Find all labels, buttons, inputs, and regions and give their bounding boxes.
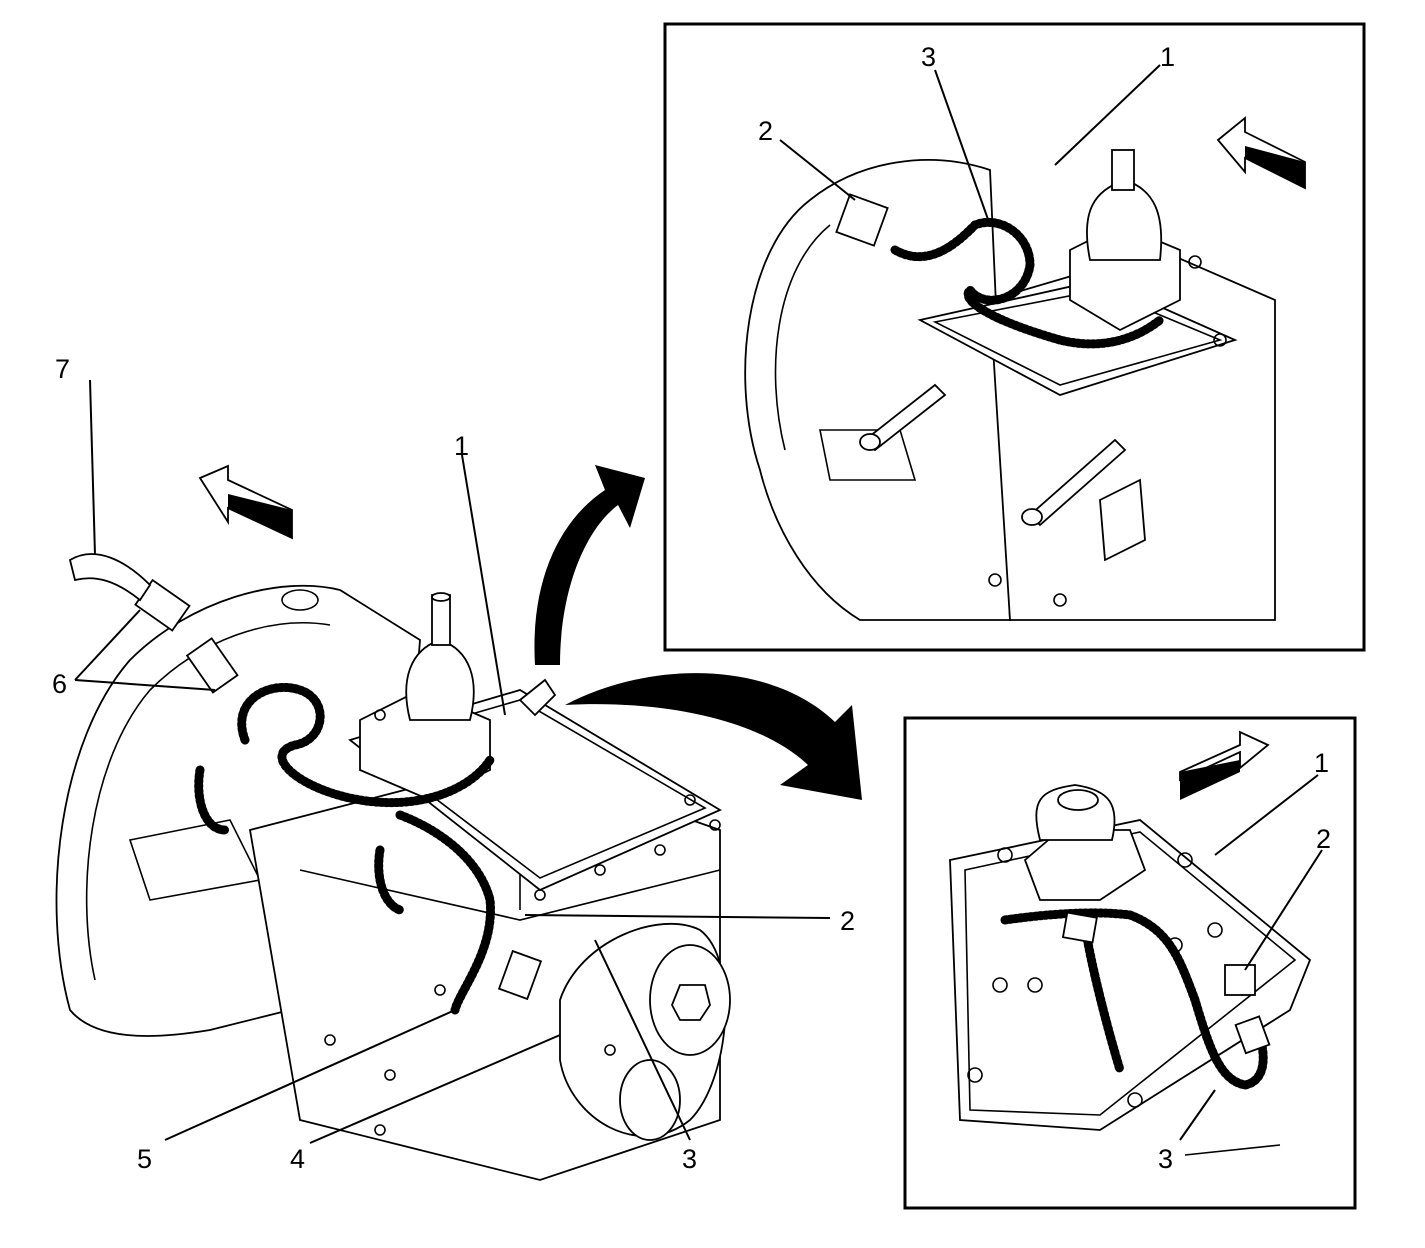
callout-7: 7 — [55, 354, 70, 384]
curved-arrow-to-top-inset — [534, 465, 645, 665]
callout-4: 4 — [290, 1144, 305, 1174]
inset-bottom-callout-2: 2 — [1316, 824, 1331, 854]
inset-top-drawing — [744, 149, 1276, 621]
main-direction-arrow — [198, 464, 293, 540]
inset-top: 1 3 2 — [663, 22, 1366, 652]
inset-top-callout-3: 3 — [921, 42, 936, 72]
inset-bottom-leader-lines — [1179, 774, 1323, 1156]
callout-5: 5 — [137, 1144, 152, 1174]
inset-bottom-callout-1: 1 — [1314, 748, 1329, 778]
inset-bottom: 1 2 3 — [903, 716, 1357, 1210]
inset-top-callout-2: 2 — [758, 116, 773, 146]
curved-arrow-to-bottom-inset — [565, 673, 862, 800]
callout-1: 1 — [454, 431, 469, 461]
inset-top-leader-lines — [779, 64, 1161, 226]
callout-6: 6 — [52, 669, 67, 699]
callout-3: 3 — [682, 1144, 697, 1174]
main-callouts: 7 6 1 2 3 4 5 — [52, 354, 855, 1174]
inset-bottom-drawing — [949, 784, 1312, 1131]
inset-bottom-direction-arrow — [1179, 730, 1270, 800]
inset-top-callout-1: 1 — [1160, 42, 1175, 72]
main-leader-lines — [74, 379, 831, 1144]
inset-bottom-callout-3: 3 — [1158, 1144, 1173, 1174]
callout-2: 2 — [840, 906, 855, 936]
case-bolts — [324, 709, 721, 1136]
inset-top-direction-arrow — [1216, 116, 1306, 190]
main-transmission-drawing — [55, 553, 731, 1181]
